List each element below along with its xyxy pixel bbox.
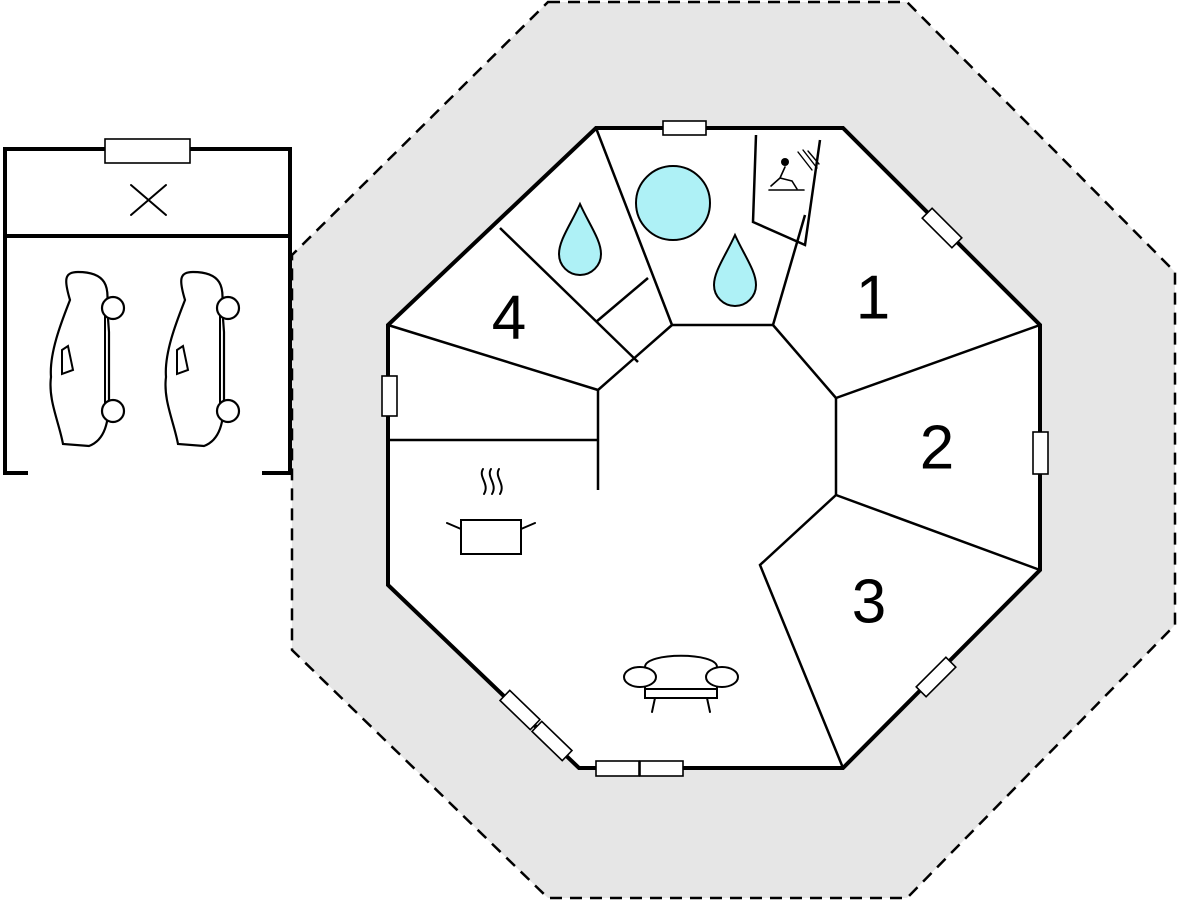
car-icon	[164, 270, 241, 448]
house-outline	[388, 128, 1040, 768]
room-label-4: 4	[492, 284, 526, 353]
garage-walls	[3, 147, 292, 475]
pool-icon	[635, 165, 711, 241]
kitchen-pot-icon	[446, 468, 536, 555]
water-drop-icon	[712, 232, 758, 307]
window-top-right	[921, 207, 963, 249]
car-icon	[49, 270, 126, 448]
window-bottom-left-1	[498, 689, 542, 731]
sofa-icon	[623, 654, 739, 713]
windows	[381, 120, 1049, 777]
room-label-2: 2	[920, 414, 954, 483]
garage-window	[104, 138, 191, 164]
window-left	[381, 375, 398, 417]
interior-walls	[387, 127, 1041, 769]
sauna-icon	[768, 149, 820, 191]
window-right	[1032, 431, 1049, 475]
window-bottom-left-2	[530, 720, 574, 762]
room-label-3: 3	[852, 568, 886, 637]
window-bottom-2	[639, 760, 684, 777]
window-top	[662, 120, 707, 136]
window-bottom-1	[595, 760, 640, 777]
room-label-1: 1	[856, 264, 890, 333]
garage-x-mark	[130, 184, 167, 216]
garage	[3, 138, 292, 475]
window-bottom-right	[915, 656, 957, 698]
water-drop-icon	[557, 201, 603, 276]
